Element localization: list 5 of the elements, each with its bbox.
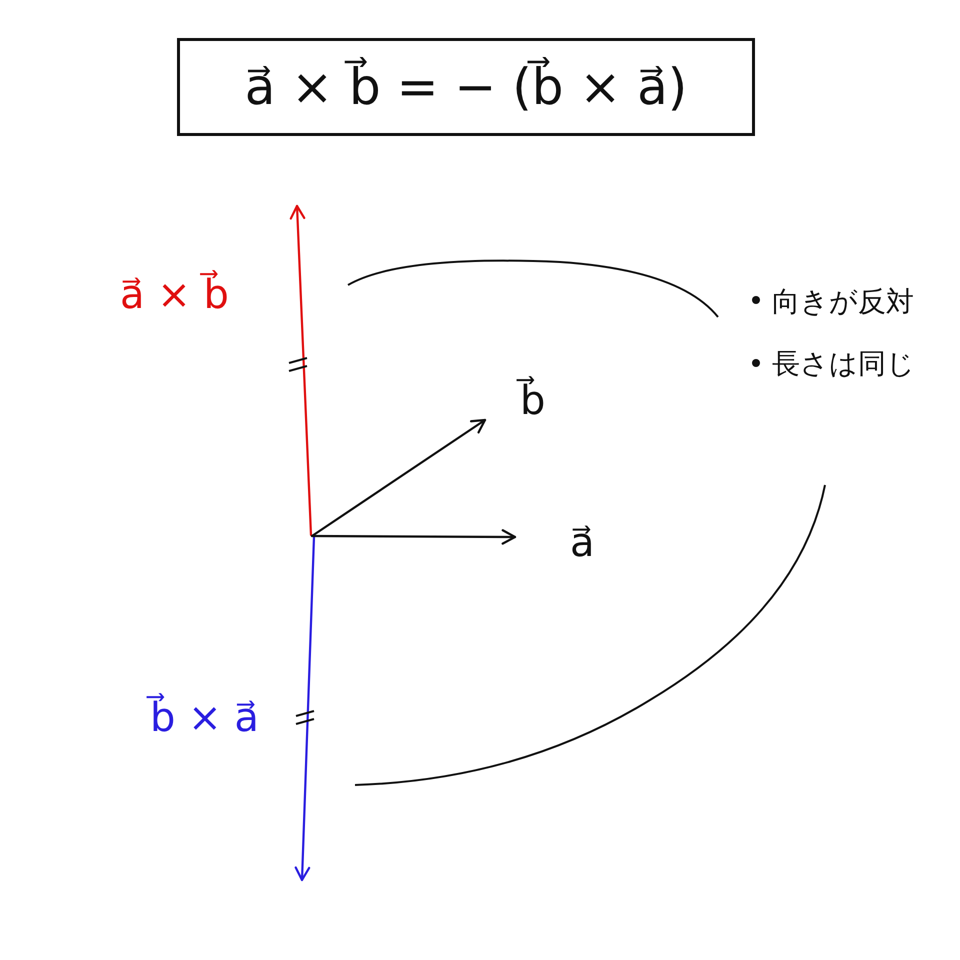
formula-box: a⃗ × b⃗ = − (b⃗ × a⃗) [177,38,755,136]
vector-label: a⃗ [570,520,595,566]
note-text: 長さは同じ [772,346,915,382]
note-text: 向きが反対 [772,284,914,320]
vector-label: a⃗ × b⃗ [120,272,229,318]
